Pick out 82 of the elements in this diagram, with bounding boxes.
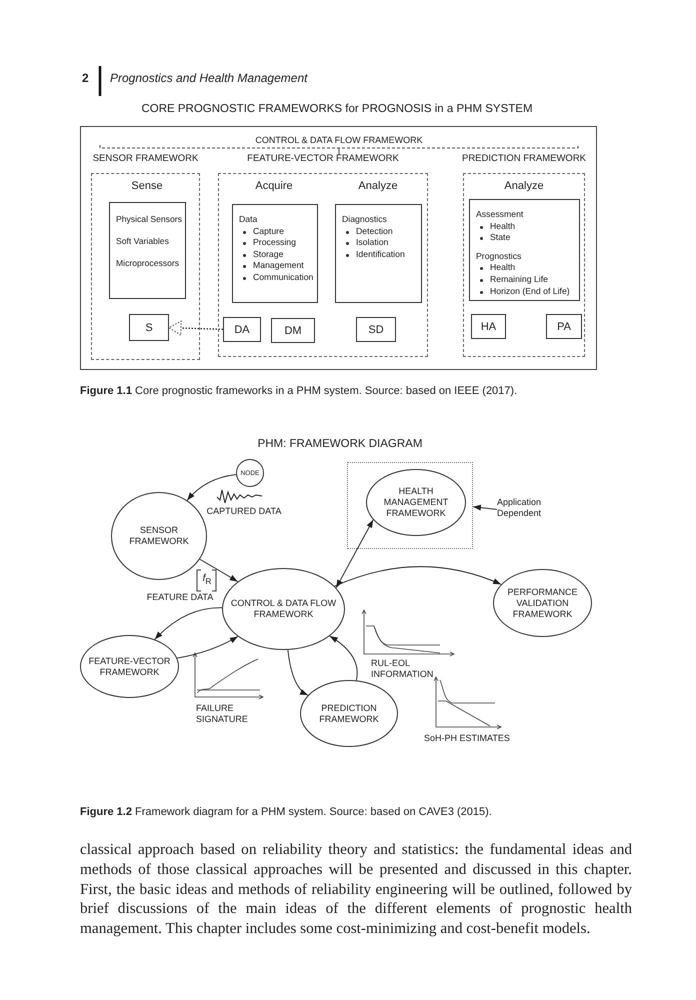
dotted-frame (347, 462, 473, 549)
node-label: FEATURE-VECTOR FRAMEWORK (88, 656, 172, 678)
text-box (232, 204, 318, 303)
figure-title: PHM: FRAMEWORK DIAGRAM (256, 438, 424, 450)
ellipse-node (80, 635, 179, 698)
process-box (546, 314, 582, 339)
arrow (176, 636, 238, 659)
text-box (109, 202, 186, 299)
node-label: PA (557, 320, 571, 332)
list-item: Management (239, 260, 317, 272)
list-item: Health (476, 220, 579, 232)
arrow (186, 474, 237, 501)
ellipse-node (222, 568, 345, 650)
process-box (271, 318, 315, 343)
ellipse-node (493, 569, 592, 637)
list-item: Horizon (End of Life) (476, 286, 579, 298)
diagram-label: FEATURE DATA (146, 592, 214, 603)
list-heading: Prognostics (476, 250, 522, 262)
list-heading: Diagnostics (342, 214, 388, 226)
diagram-label: FAILURE SIGNATURE (196, 703, 249, 725)
node-label: SENSOR FRAMEWORK (128, 525, 190, 547)
ellipse-node (300, 680, 398, 747)
arrow (168, 320, 224, 336)
node-label: HEALTH MANAGEMENT FRAMEWORK (382, 486, 450, 519)
list-item: Detection (342, 226, 421, 238)
annotation-text: Application Dependent (497, 497, 552, 523)
process-box (223, 317, 261, 342)
node-label: PREDICTION FRAMEWORK (318, 702, 380, 724)
section-heading: Analyze (358, 180, 398, 192)
list-item: Processing (239, 237, 317, 249)
frame-heading: FEATURE-VECTOR FRAMEWORK (246, 153, 400, 164)
diagram-label: SoH-PH ESTIMATES (424, 733, 511, 744)
process-box (356, 317, 396, 342)
process-box (471, 314, 506, 339)
node-label: PERFORMANCE VALIDATION FRAMEWORK (506, 586, 578, 620)
list-item: State (476, 232, 579, 244)
node-label: SD (368, 324, 384, 336)
figure-title: CORE PROGNOSTIC FRAMEWORKS for PROGNOSIS in a PHM SYSTEM (140, 103, 534, 115)
frame-heading: PREDICTION FRAMEWORK (460, 153, 588, 164)
arrow (287, 649, 308, 696)
arrow (334, 566, 502, 587)
diagram-label: f$_{R}$ (202, 573, 212, 586)
arrow (329, 636, 358, 681)
list-item: Health (476, 262, 579, 274)
text-box (469, 199, 580, 301)
diagram-label: RUL-EOL INFORMATION (371, 658, 434, 680)
list-item: Capture (239, 226, 317, 238)
text-box (335, 204, 422, 303)
process-box (129, 314, 169, 341)
diagram-label: CAPTURED DATA (206, 506, 282, 517)
list-item: Soft Variables (116, 236, 170, 246)
node-label: HA (480, 320, 496, 332)
list-item: Storage (239, 248, 317, 260)
section-heading: Analyze (504, 180, 544, 192)
figure-caption: Figure 1.1 Core prognostic frameworks in a PHM system. Source: based on IEEE (2017). (80, 385, 518, 397)
list-heading: Data (239, 214, 258, 226)
list-item: Microprocessors (116, 258, 180, 268)
arrow (199, 558, 238, 582)
figure-caption: Figure 1.2 Framework diagram for a PHM system. Source: based on CAVE3 (2015). (80, 806, 493, 818)
arrow (154, 607, 222, 640)
ellipse-node (366, 469, 466, 536)
list-item: Identification (342, 248, 421, 260)
node-label: DM (284, 324, 302, 336)
ellipse-node (111, 492, 207, 580)
frame-heading: SENSOR FRAMEWORK (92, 153, 200, 164)
list-item: Isolation (342, 237, 421, 249)
node-label: CONTROL & DATA FLOW FRAMEWORK (230, 598, 338, 620)
list-item: Physical Sensors (116, 214, 183, 224)
running-header: Prognostics and Health Management (110, 71, 309, 85)
diagram-label: CONTROL & DATA FLOW FRAMEWORK (254, 135, 424, 146)
list-item: Communication (239, 272, 317, 284)
arrow (336, 519, 374, 588)
page-number: 2 (82, 71, 90, 85)
node-label: S (145, 322, 153, 334)
body-text: classical approach based on reliability theory and statistics: the fundamental ideas and methods of those classical approaches will be presented and discussed in this chapter. First, the basic ideas and methods of reliability engineering will be outlined, followed by brief discussions of the main ideas of the different elements of prognostic health management. This chapter includes some cost-minimizing and cost-benefit models. (80, 840, 632, 939)
section-heading: Sense (131, 180, 163, 192)
circle-node (236, 459, 264, 487)
list-heading: Assessment (476, 209, 524, 221)
section-heading: Acquire (255, 180, 293, 192)
list-item: Remaining Life (476, 274, 579, 286)
arrow (472, 504, 498, 511)
node-label: DA (234, 324, 250, 336)
